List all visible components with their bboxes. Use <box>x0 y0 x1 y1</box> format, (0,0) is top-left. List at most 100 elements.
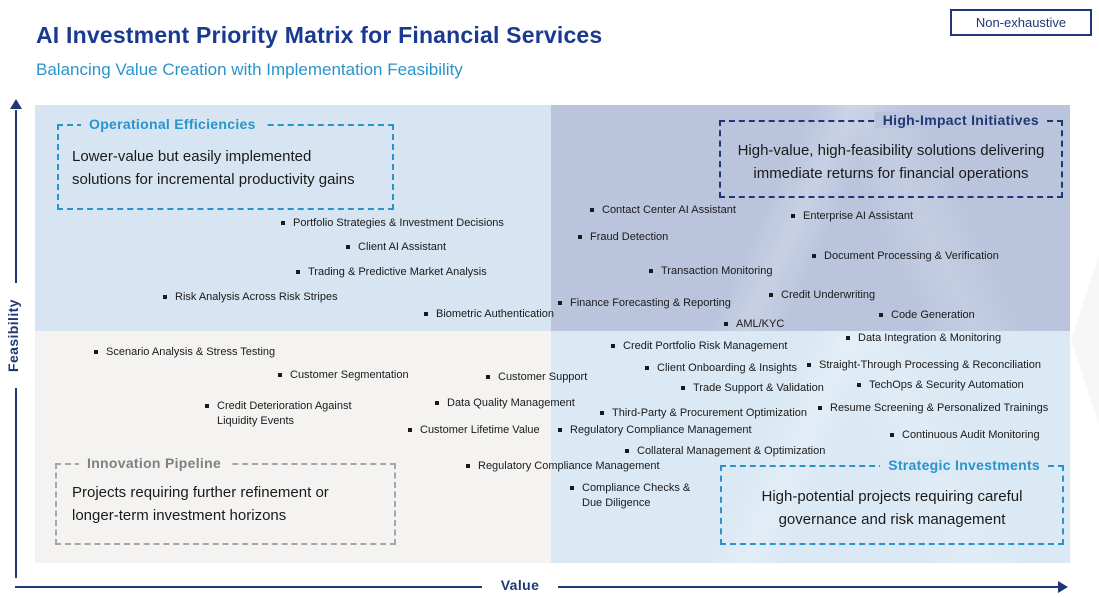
matrix-item-label: Client AI Assistant <box>358 241 447 253</box>
matrix-item: Biometric Authentication <box>424 307 554 322</box>
matrix-item: Resume Screening & Personalized Training… <box>818 401 1048 416</box>
bullet-icon <box>278 373 282 377</box>
bullet-icon <box>558 301 562 305</box>
bullet-icon <box>681 386 685 390</box>
bullet-icon <box>570 486 574 490</box>
matrix-item-label: Straight-Through Processing & Reconcilia… <box>819 359 1041 371</box>
matrix-item: Customer Lifetime Value <box>408 423 540 438</box>
matrix-item: Customer Segmentation <box>278 368 409 383</box>
matrix-item-label: Finance Forecasting & Reporting <box>570 297 731 309</box>
matrix-item: Straight-Through Processing & Reconcilia… <box>807 358 1041 373</box>
matrix-item-label: Credit Deterioration Against Liquidity E… <box>217 400 352 427</box>
matrix-item: Trade Support & Validation <box>681 381 824 396</box>
matrix-item-label: Credit Underwriting <box>781 289 876 301</box>
callout-desc-line: Lower-value but easily implemented <box>72 148 312 165</box>
callout-desc-line: longer-term investment horizons <box>72 507 287 524</box>
callout-title-high-impact-initiatives: High-Impact Initiatives <box>874 112 1047 128</box>
matrix-item: Risk Analysis Across Risk Stripes <box>163 290 338 305</box>
bullet-icon <box>296 270 300 274</box>
x-axis-line <box>15 586 482 588</box>
bullet-icon <box>281 221 285 225</box>
matrix-item: Regulatory Compliance Management <box>466 459 660 474</box>
bullet-icon <box>590 208 594 212</box>
matrix-item: Third-Party & Procurement Optimization <box>600 406 807 421</box>
matrix-item: Credit Portfolio Risk Management <box>611 339 787 354</box>
callout-desc-line: governance and risk management <box>778 511 1006 528</box>
matrix-item: Client Onboarding & Insights <box>645 361 797 376</box>
matrix-item-label: Credit Portfolio Risk Management <box>623 340 788 352</box>
bullet-icon <box>769 293 773 297</box>
callout-desc-line: High-value, high-feasibility solutions d… <box>737 142 1045 159</box>
matrix-item: Compliance Checks & Due Diligence <box>570 481 707 511</box>
matrix-item: TechOps & Security Automation <box>857 378 1024 393</box>
matrix-item: Customer Support <box>486 370 587 385</box>
callout-title-strategic-investments: Strategic Investments <box>880 457 1048 473</box>
x-axis-label: Value <box>500 577 540 593</box>
bullet-icon <box>578 235 582 239</box>
callout-desc-line: solutions for incremental productivity g… <box>72 171 355 188</box>
matrix-item: Credit Underwriting <box>769 288 875 303</box>
bullet-icon <box>611 344 615 348</box>
bullet-icon <box>558 428 562 432</box>
bullet-icon <box>466 464 470 468</box>
bullet-icon <box>346 245 350 249</box>
bullet-icon <box>857 383 861 387</box>
bullet-icon <box>424 312 428 316</box>
callout-high-impact-initiatives: High-Impact Initiatives High-value, high… <box>719 112 1063 198</box>
bullet-icon <box>890 433 894 437</box>
matrix-item-label: Risk Analysis Across Risk Stripes <box>175 291 338 303</box>
matrix-item: Finance Forecasting & Reporting <box>558 296 731 311</box>
bullet-icon <box>791 214 795 218</box>
matrix-item-label: Enterprise AI Assistant <box>803 210 914 222</box>
callout-desc-line: Projects requiring further refinement or <box>72 484 329 501</box>
matrix-item: Collateral Management & Optimization <box>625 444 825 459</box>
matrix-item-label: TechOps & Security Automation <box>869 379 1024 391</box>
matrix-item-label: Regulatory Compliance Management <box>478 460 660 472</box>
x-axis-line <box>558 586 1060 588</box>
bullet-icon <box>94 350 98 354</box>
matrix-item-label: Customer Segmentation <box>290 369 409 381</box>
matrix-item-label: Compliance Checks & Due Diligence <box>582 482 691 509</box>
bullet-icon <box>435 401 439 405</box>
matrix-item-label: Collateral Management & Optimization <box>637 445 826 457</box>
matrix-item-label: Portfolio Strategies & Investment Decisi… <box>293 217 504 229</box>
callout-desc-line: High-potential projects requiring carefu… <box>761 488 1023 505</box>
matrix-item-label: Customer Lifetime Value <box>420 424 540 436</box>
matrix-item-label: Third-Party & Procurement Optimization <box>612 407 808 419</box>
matrix-item-label: Resume Screening & Personalized Training… <box>830 402 1049 414</box>
matrix-item: Document Processing & Verification <box>812 249 999 264</box>
matrix-item: Portfolio Strategies & Investment Decisi… <box>281 216 504 231</box>
background-watermark <box>1071 255 1099 425</box>
matrix-item-label: Data Quality Management <box>447 397 575 409</box>
matrix-item: Code Generation <box>879 308 975 323</box>
callout-strategic-investments: Strategic Investments High-potential pro… <box>720 457 1064 545</box>
callout-operational-efficiencies: Operational Efficiencies Lower-value but… <box>57 116 394 210</box>
matrix-item-label: Document Processing & Verification <box>824 250 999 262</box>
matrix-item-label: Contact Center AI Assistant <box>602 204 736 216</box>
matrix-item-label: AML/KYC <box>736 318 785 330</box>
matrix-item: Fraud Detection <box>578 230 668 245</box>
matrix-item-label: Scenario Analysis & Stress Testing <box>106 346 276 358</box>
matrix-item: Contact Center AI Assistant <box>590 203 736 218</box>
matrix-item-label: Regulatory Compliance Management <box>570 424 752 436</box>
bullet-icon <box>205 404 209 408</box>
x-axis-arrow-icon <box>1058 581 1068 593</box>
matrix-item-label: Customer Support <box>498 371 588 383</box>
page-subtitle: Balancing Value Creation with Implementa… <box>36 60 463 79</box>
bullet-icon <box>408 428 412 432</box>
matrix-item: Continuous Audit Monitoring <box>890 428 1040 443</box>
matrix-item: Credit Deterioration Against Liquidity E… <box>205 399 377 429</box>
y-axis-arrow-icon <box>10 99 22 109</box>
matrix-item-label: Continuous Audit Monitoring <box>902 429 1040 441</box>
y-axis-label: Feasibility <box>5 299 21 372</box>
bullet-icon <box>818 406 822 410</box>
matrix-item-label: Trading & Predictive Market Analysis <box>308 266 487 278</box>
matrix-item: Trading & Predictive Market Analysis <box>296 265 487 280</box>
bullet-icon <box>163 295 167 299</box>
matrix-item: Regulatory Compliance Management <box>558 423 752 438</box>
matrix-item-label: Fraud Detection <box>590 231 669 243</box>
callout-title-innovation-pipeline: Innovation Pipeline <box>79 455 230 471</box>
page-title: AI Investment Priority Matrix for Financ… <box>36 22 603 48</box>
matrix-item: Transaction Monitoring <box>649 264 772 279</box>
matrix-item: Data Integration & Monitoring <box>846 331 1001 346</box>
